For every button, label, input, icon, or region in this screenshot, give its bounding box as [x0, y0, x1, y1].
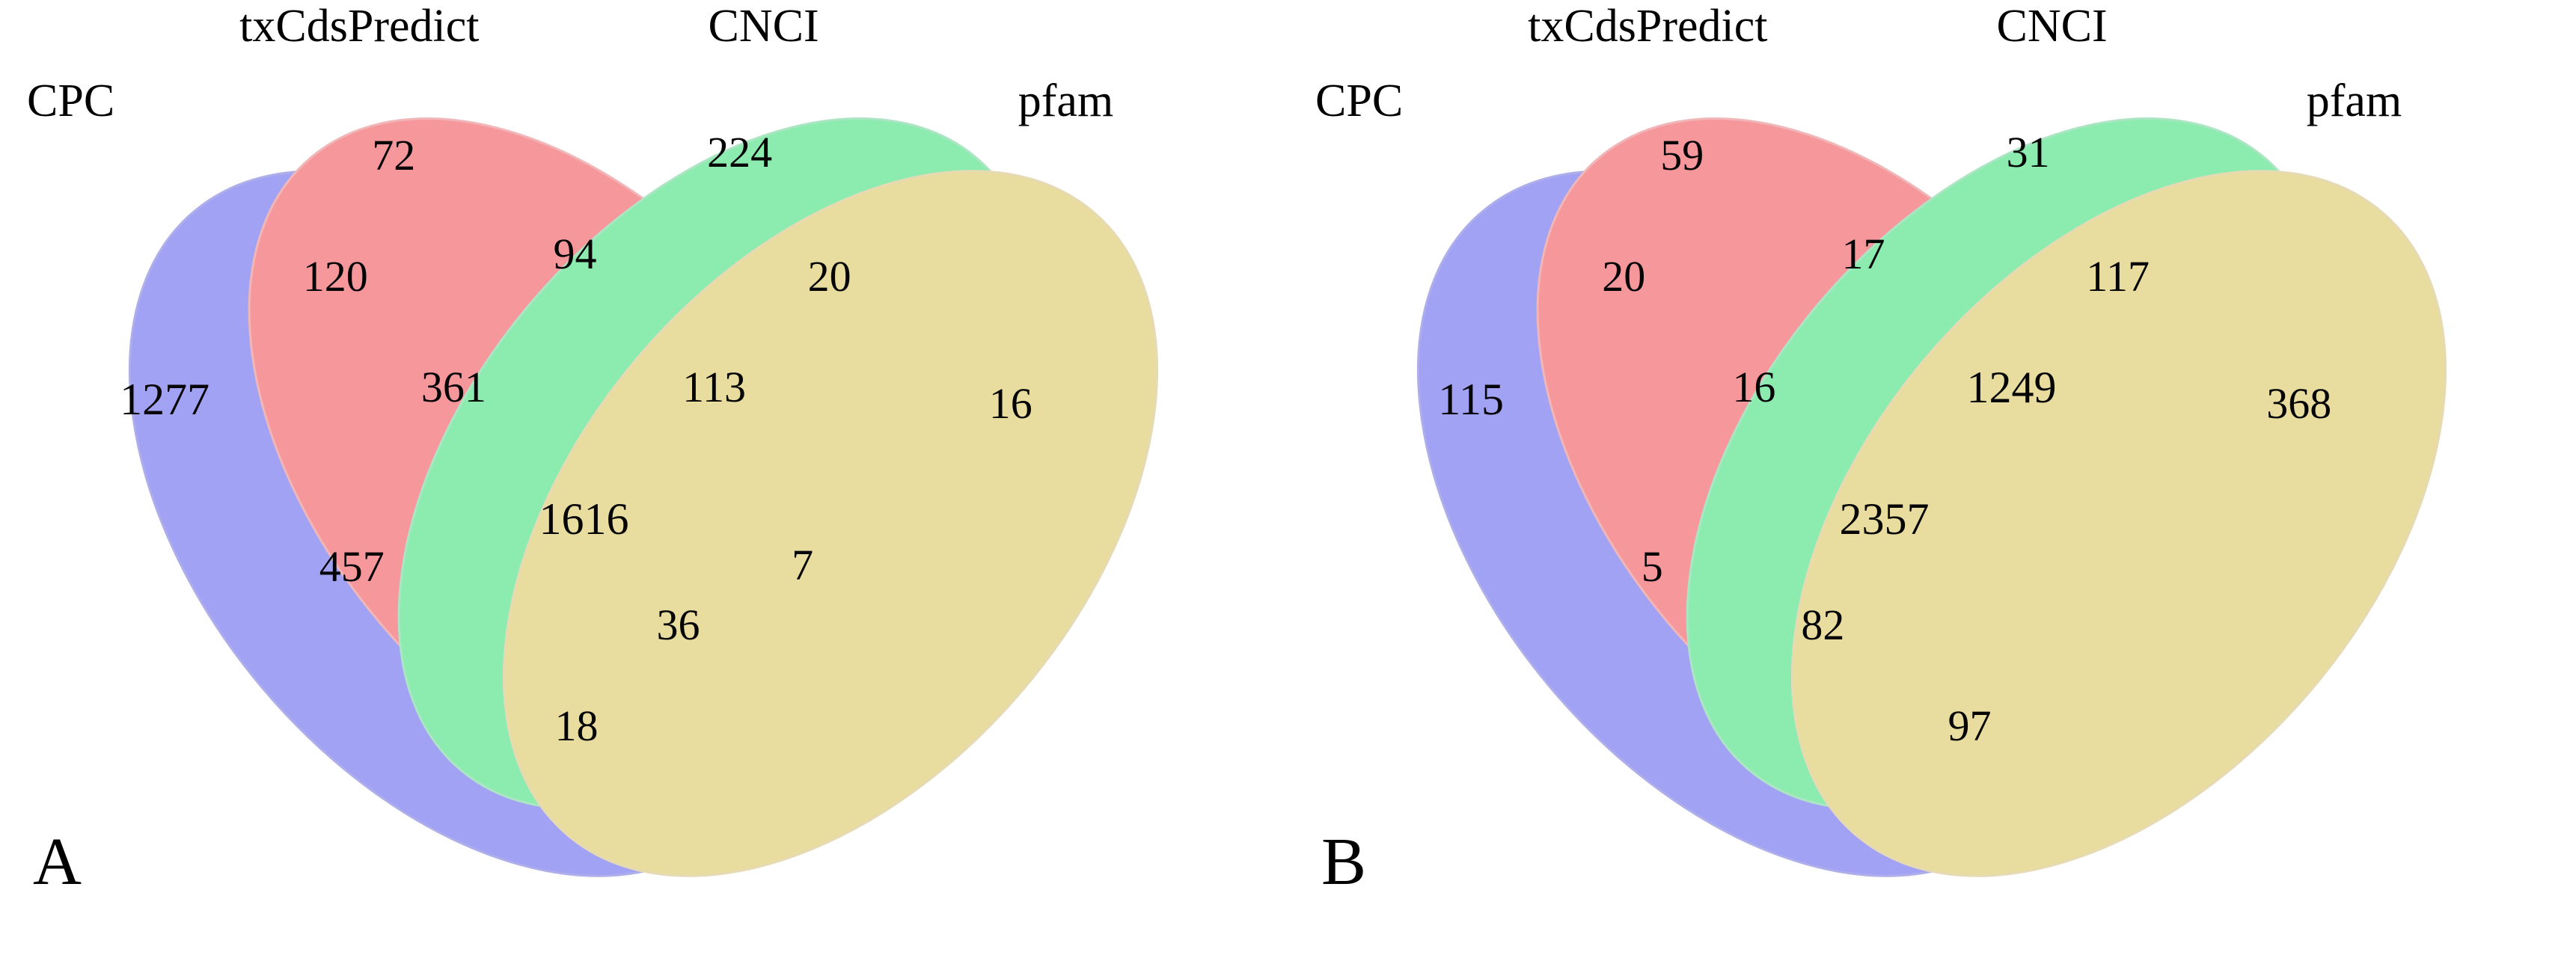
- set-label-cnci: CNCI: [1996, 1, 2108, 52]
- count-cpc-only: 1277: [120, 375, 210, 425]
- set-label-txcdspredict: txCdsPredict: [239, 1, 480, 52]
- set-label-pfam: pfam: [2306, 76, 2402, 127]
- ellipse-pfam: [1790, 170, 2447, 877]
- count-tx-cnci: 17: [1841, 230, 1885, 279]
- count-cpc-tx: 20: [1602, 252, 1646, 301]
- count-cpc-pfam: 97: [1948, 701, 1992, 750]
- count-pfam-only: 16: [988, 379, 1032, 429]
- count-tx-only: 59: [1660, 131, 1704, 180]
- count-cnci-pfam: 20: [807, 252, 851, 301]
- venn-panel-a: CPC txCdsPredict CNCI pfam 1277 72 224 1…: [27, 1, 1159, 899]
- set-label-cpc: CPC: [27, 76, 115, 127]
- count-cpc-cnci: 5: [1641, 542, 1663, 592]
- count-all-four: 1616: [539, 494, 629, 544]
- count-cpc-tx-cnci: 361: [420, 363, 486, 412]
- count-tx-pfam: 7: [792, 541, 814, 590]
- count-cnci-pfam: 117: [2086, 252, 2150, 301]
- count-tx-cnci: 94: [553, 230, 597, 279]
- count-cpc-only: 115: [1438, 375, 1505, 425]
- count-pfam-only: 368: [2266, 379, 2332, 429]
- count-cpc-tx-pfam: 82: [1801, 601, 1845, 650]
- panel-letter-b: B: [1321, 825, 1367, 899]
- count-tx-cnci-pfam: 113: [682, 363, 746, 412]
- count-cnci-only: 31: [2006, 128, 2050, 177]
- panel-letter-a: A: [33, 825, 82, 899]
- set-label-cpc: CPC: [1315, 76, 1404, 127]
- count-tx-cnci-pfam: 1249: [1966, 363, 2057, 413]
- set-label-cnci: CNCI: [708, 1, 819, 52]
- set-label-txcdspredict: txCdsPredict: [1528, 1, 1768, 52]
- count-cnci-only: 224: [707, 128, 773, 177]
- set-label-pfam: pfam: [1018, 76, 1114, 127]
- ellipse-pfam: [502, 170, 1159, 877]
- count-cpc-pfam: 18: [554, 701, 599, 750]
- venn-diagram-b: [1416, 117, 2447, 877]
- venn-panel-b: CPC txCdsPredict CNCI pfam 115 59 31 368…: [1288, 0, 2576, 958]
- count-tx-only: 72: [372, 131, 416, 180]
- count-all-four: 2357: [1839, 494, 1930, 544]
- count-cpc-tx-cnci: 16: [1732, 363, 1776, 412]
- count-cpc-tx: 120: [302, 252, 368, 301]
- venn-diagram-a: [128, 117, 1159, 877]
- count-cpc-tx-pfam: 36: [656, 601, 700, 650]
- count-cpc-cnci: 457: [319, 542, 385, 592]
